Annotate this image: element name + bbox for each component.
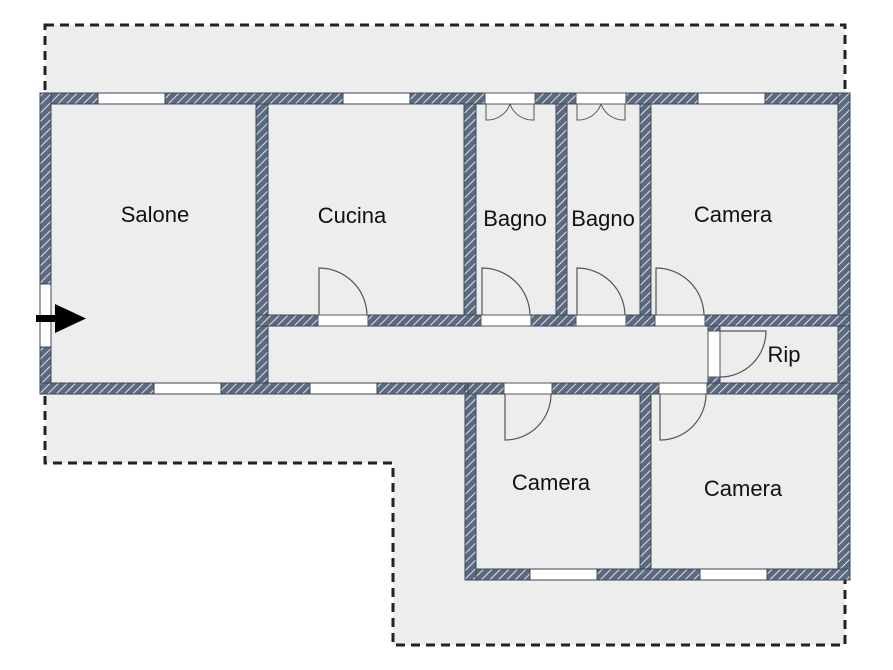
room-label-camera-2: Camera bbox=[512, 470, 591, 495]
room-label-salone: Salone bbox=[121, 202, 190, 227]
walls bbox=[39, 92, 851, 581]
room-labels: Salone Cucina Bagno Bagno Camera Rip Cam… bbox=[121, 202, 801, 501]
door-swings bbox=[318, 267, 767, 441]
room-label-cucina: Cucina bbox=[318, 203, 387, 228]
door-openings bbox=[317, 314, 721, 395]
room-floors bbox=[51, 104, 838, 569]
bathroom-french-windows bbox=[484, 92, 627, 121]
room-label-bagno-1: Bagno bbox=[483, 206, 547, 231]
room-label-camera-3: Camera bbox=[704, 476, 783, 501]
room-label-camera-1: Camera bbox=[694, 202, 773, 227]
room-label-bagno-2: Bagno bbox=[571, 206, 635, 231]
entrance-arrow-icon bbox=[36, 304, 86, 333]
room-label-rip: Rip bbox=[767, 342, 800, 367]
